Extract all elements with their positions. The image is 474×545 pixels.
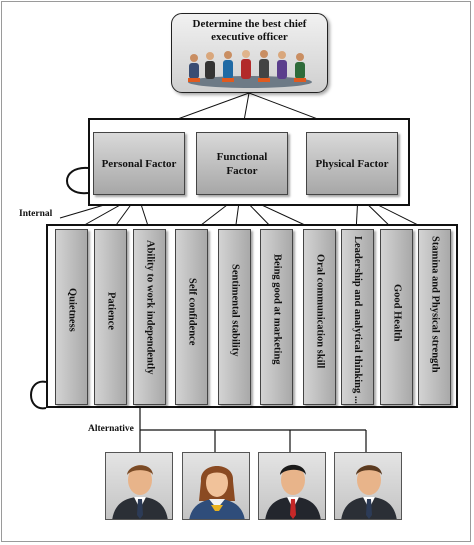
meeting-people-icon bbox=[188, 50, 312, 88]
subcriterion-oral-communication-skill: Oral communication skill bbox=[303, 229, 336, 405]
criterion-physical-factor: Physical Factor bbox=[306, 132, 398, 195]
subcriterion-label: Being good at marketing bbox=[271, 254, 283, 365]
alternative-2 bbox=[182, 452, 250, 520]
subcriterion-leadership-and-analytical-thinking: Leadership and analytical thinking ... bbox=[341, 229, 374, 405]
subcriterion-label: Leadership and analytical thinking ... bbox=[352, 236, 363, 404]
businessman-avatar-icon bbox=[112, 465, 168, 519]
internal-label: Internal bbox=[19, 209, 53, 219]
subcriterion-label: Quietness bbox=[66, 288, 78, 332]
goal-node: Determine the best chief executive offic… bbox=[171, 13, 328, 93]
criterion-label: Personal Factor bbox=[101, 157, 177, 170]
businesswoman-avatar-icon bbox=[189, 466, 245, 519]
alternative-3 bbox=[258, 452, 326, 520]
businessman-red-tie-avatar-icon bbox=[265, 464, 321, 519]
subcriterion-sentimental-stability: Sentimental stability bbox=[218, 229, 251, 405]
criterion-functional-factor: Functional Factor bbox=[196, 132, 288, 195]
alternative-label: Alternative bbox=[88, 424, 134, 434]
subcriterion-stamina-and-physical-strength: Stamina and Physical strength bbox=[418, 229, 451, 405]
subcriterion-label: Oral communication skill bbox=[314, 254, 326, 369]
subcriterion-ability-to-work-independently: Ability to work independently bbox=[133, 229, 166, 405]
subcriterion-label: Patience bbox=[105, 292, 117, 330]
subcriterion-quietness: Quietness bbox=[55, 229, 88, 405]
subcriterion-self-confidence: Self confidence bbox=[175, 229, 208, 405]
subcriterion-label: Good Health bbox=[391, 284, 403, 342]
criterion-label: Physical Factor bbox=[315, 157, 389, 170]
alternative-4 bbox=[334, 452, 402, 520]
criterion-personal-factor: Personal Factor bbox=[93, 132, 185, 195]
subcriterion-good-health: Good Health bbox=[380, 229, 413, 405]
subcriterion-label: Self confidence bbox=[186, 278, 198, 346]
alternative-1 bbox=[105, 452, 173, 520]
criterion-label: Functional Factor bbox=[216, 150, 268, 177]
subcriterion-being-good-at-marketing: Being good at marketing bbox=[260, 229, 293, 405]
goal-title: Determine the best chief executive offic… bbox=[192, 18, 307, 43]
subcriterion-patience: Patience bbox=[94, 229, 127, 405]
subcriterion-label: Sentimental stability bbox=[229, 264, 241, 357]
businessman-avatar-icon bbox=[341, 465, 397, 519]
subcriterion-label: Ability to work independently bbox=[144, 240, 156, 375]
subcriterion-label: Stamina and Physical strength bbox=[429, 236, 441, 373]
